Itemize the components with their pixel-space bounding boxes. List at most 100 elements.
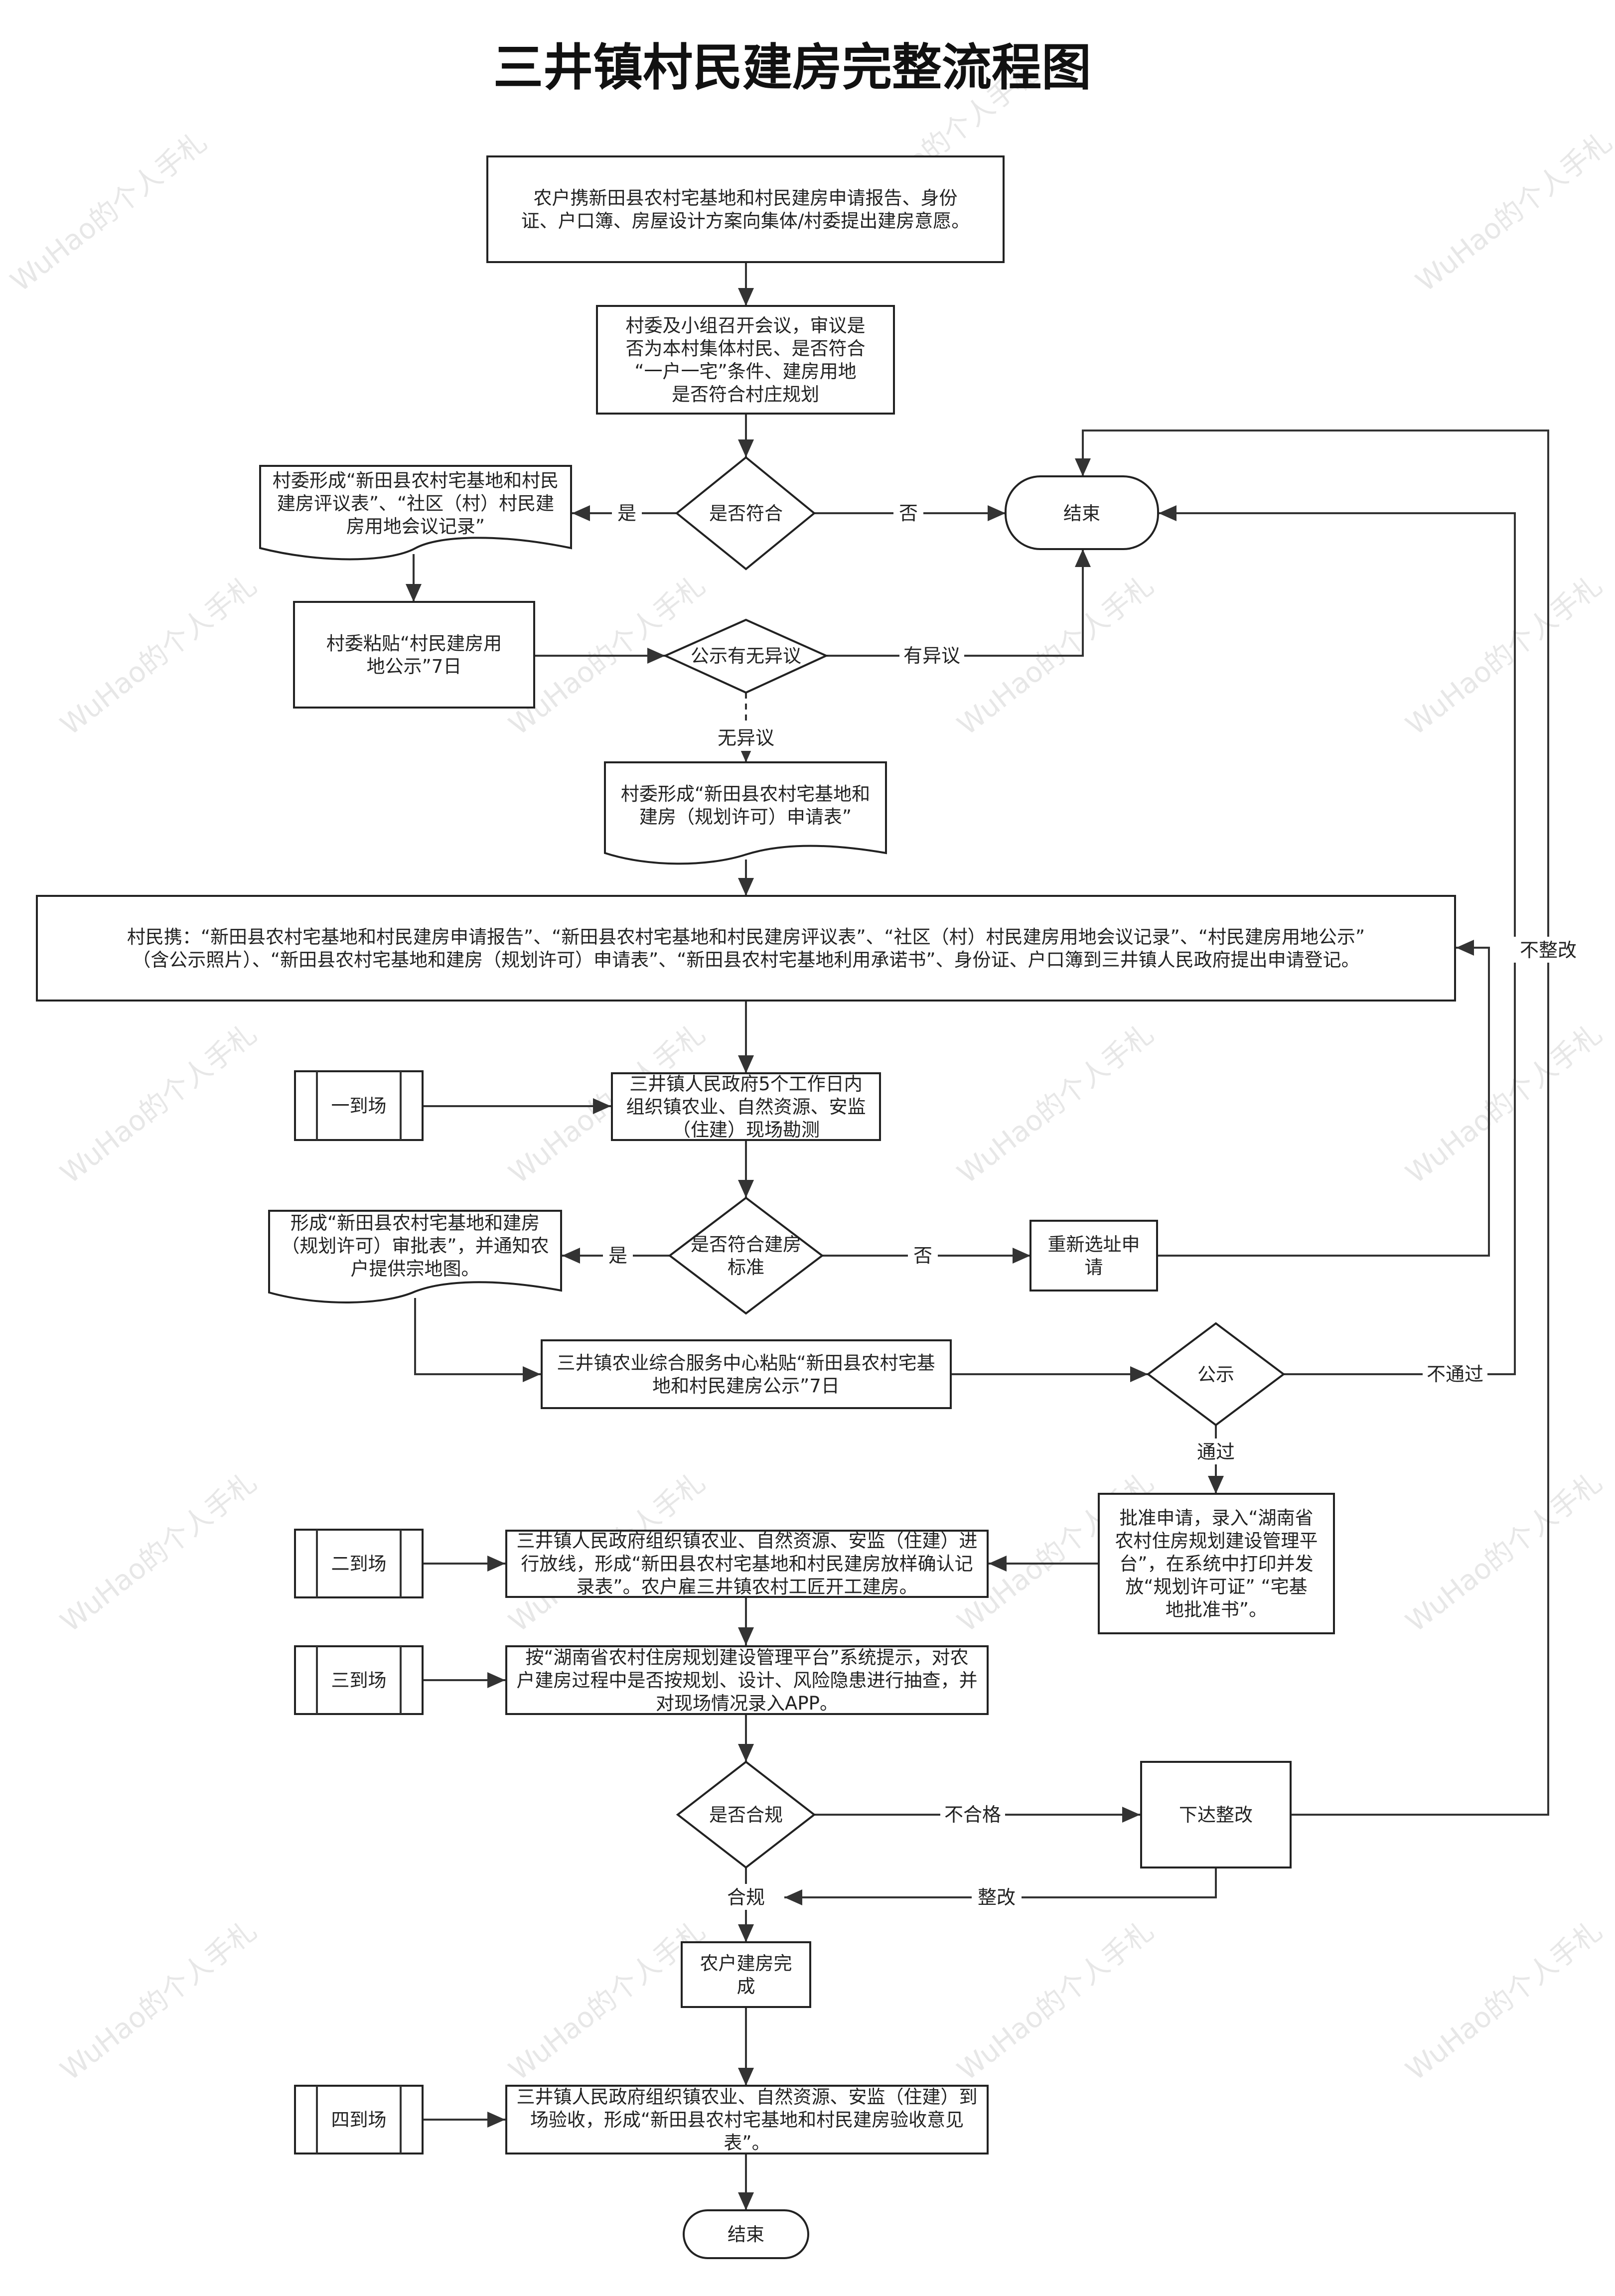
onsite-1: 一到场 xyxy=(294,1070,424,1141)
d5-line: 是否合规 xyxy=(709,1804,783,1826)
edge-label-rectify: 整改 xyxy=(978,1886,1016,1908)
watermark: WuHao的个人手札 xyxy=(1400,569,1609,741)
decision-d2: 公示有无异议 xyxy=(663,618,829,694)
n3-line: 地公示”7日 xyxy=(367,656,462,677)
n8-line: 台”，在系统中打印并发 xyxy=(1119,1553,1313,1575)
edge-label-d5-pass: 合规 xyxy=(727,1886,765,1908)
d5-label: 是否合规 xyxy=(709,1804,783,1826)
node-n4: 村民携：“新田县农村宅基地和村民建房申请报告”、“新田县农村宅基地和村民建房评议… xyxy=(36,895,1456,1002)
n8-line: 放“规划许可证” “宅基 xyxy=(1125,1576,1307,1597)
n8-line: 批准申请，录入“湖南省 xyxy=(1119,1507,1313,1529)
d3-line: 标准 xyxy=(728,1257,764,1278)
d3-line: 是否符合建房 xyxy=(691,1234,801,1255)
doc1-line: 房用地会议记录” xyxy=(346,516,485,537)
doc3-label: 形成“新田县农村宅基地和建房（规划许可）审批表”，并通知农户提供宗地图。 xyxy=(281,1212,549,1280)
doc2-line: 建房（规划许可）申请表” xyxy=(639,806,852,828)
edge-label-d2-no: 无异议 xyxy=(718,727,774,749)
n4-line: 村民携：“新田县农村宅基地和村民建房申请报告”、“新田县农村宅基地和村民建房评议… xyxy=(127,926,1365,948)
onsite4-label: 四到场 xyxy=(331,2109,387,2131)
document-doc1: 村委形成“新田县农村宅基地和村民建房评议表”、“社区（村）村民建房用地会议记录” xyxy=(259,465,572,561)
doc1-line: 村委形成“新田县农村宅基地和村民 xyxy=(273,470,559,491)
node-n8: 批准申请，录入“湖南省农村住房规划建设管理平台”，在系统中打印并发放“规划许可证… xyxy=(1098,1493,1335,1634)
terminal-end1: 结束 xyxy=(1005,475,1159,550)
watermark: WuHao的个人手札 xyxy=(1400,1466,1609,1638)
n11-line: 下达整改 xyxy=(1179,1804,1253,1826)
end1-line: 结束 xyxy=(1063,503,1100,524)
watermark: WuHao的个人手札 xyxy=(5,126,213,298)
n9-line: 行放线，形成“新田县农村宅基地和村民建房放样确认记 xyxy=(521,1553,973,1575)
d2-line: 公示有无异议 xyxy=(691,645,801,667)
watermark: WuHao的个人手札 xyxy=(1400,1017,1609,1190)
doc3-line: 形成“新田县农村宅基地和建房 xyxy=(291,1212,540,1234)
n12-line: 农户建房完 xyxy=(700,1953,792,1974)
n2-line: “一户一宅”条件、建房用地 xyxy=(634,361,856,382)
n9-line: 三井镇人民政府组织镇农业、自然资源、安监（住建）进 xyxy=(517,1530,978,1552)
node-n6: 重新选址申请 xyxy=(1029,1220,1158,1292)
onsite2-line: 二到场 xyxy=(331,1553,387,1575)
node-n10: 按“湖南省农村住房规划建设管理平台”系统提示，对农户建房过程中是否按规划、设计、… xyxy=(505,1645,989,1715)
onsite4-line: 四到场 xyxy=(331,2109,387,2131)
onsite3-line: 三到场 xyxy=(331,1670,387,1691)
n13-line: 三井镇人民政府组织镇农业、自然资源、安监（住建）到 xyxy=(517,2086,978,2108)
node-n5: 三井镇人民政府5个工作日内组织镇农业、自然资源、安监（住建）现场勘测 xyxy=(611,1072,881,1141)
watermark: WuHao的个人手札 xyxy=(55,1914,263,2087)
edge-label-d5-fail: 不合格 xyxy=(944,1804,1001,1826)
n7-label: 三井镇农业综合服务中心粘贴“新田县农村宅基地和村民建房公示”7日 xyxy=(557,1352,935,1397)
n8-line: 农村住房规划建设管理平 xyxy=(1115,1530,1318,1552)
decision-d3: 是否符合建房标准 xyxy=(668,1196,824,1315)
edge-label-d4-pass: 通过 xyxy=(1197,1441,1235,1463)
edge-n6-n4 xyxy=(1157,940,1490,1257)
n3-line: 村委粘贴“村民建房用 xyxy=(326,633,502,654)
n2-line: 否为本村集体村民、是否符合 xyxy=(626,338,866,359)
n6-label: 重新选址申请 xyxy=(1048,1234,1140,1278)
watermark: WuHao的个人手札 xyxy=(55,569,263,741)
end1-label: 结束 xyxy=(1063,503,1100,524)
n10-line: 对现场情况录入APP。 xyxy=(656,1693,838,1714)
end2-label: 结束 xyxy=(728,2224,764,2245)
n4-line: （含公示照片）、“新田县农村宅基地和建房（规划许可）申请表”、“新田县农村宅基地… xyxy=(132,949,1359,971)
onsite1-line: 一到场 xyxy=(331,1095,387,1117)
n5-line: 三井镇人民政府5个工作日内 xyxy=(629,1073,863,1095)
watermark: WuHao的个人手札 xyxy=(55,1466,263,1638)
n8-line: 地批准书”。 xyxy=(1166,1599,1267,1620)
doc1-line: 建房评议表”、“社区（村）村民建 xyxy=(277,493,554,514)
document-doc2: 村委形成“新田县农村宅基地和建房（规划许可）申请表” xyxy=(604,761,887,865)
watermark: WuHao的个人手札 xyxy=(952,1914,1160,2087)
edge-doc3-n7 xyxy=(414,1298,541,1382)
edges xyxy=(406,262,1549,2210)
decision-d4: 公示 xyxy=(1146,1322,1286,1427)
terminal-end2: 结束 xyxy=(683,2209,809,2259)
edge-labels: 是 否 有异议 无异议 是 否 不通过 通过 不合格 合规 整改 不整改 xyxy=(603,500,1583,1910)
n2-label: 村委及小组召开会议，审议是否为本村集体村民、是否符合“一户一宅”条件、建房用地是… xyxy=(626,315,866,405)
onsite3-label: 三到场 xyxy=(331,1670,387,1691)
doc1-label: 村委形成“新田县农村宅基地和村民建房评议表”、“社区（村）村民建房用地会议记录” xyxy=(273,470,559,537)
edge-n11-end1 xyxy=(1075,430,1549,1816)
n1-line: 农户携新田县农村宅基地和村民建房申请报告、身份 xyxy=(534,187,958,209)
n6-line: 请 xyxy=(1085,1257,1103,1278)
watermark: WuHao的个人手札 xyxy=(55,1017,263,1190)
node-n11: 下达整改 xyxy=(1140,1761,1292,1868)
n1-line: 证、户口簿、房屋设计方案向集体/村委提出建房意愿。 xyxy=(521,210,970,232)
edge-d2-end1 xyxy=(826,549,1091,657)
n13-line: 表”。 xyxy=(724,2132,770,2153)
n13-line: 场验收，形成“新田县农村宅基地和村民建房验收意见 xyxy=(530,2109,964,2131)
n2-line: 是否符合村庄规划 xyxy=(672,384,819,405)
n12-line: 成 xyxy=(737,1976,755,1997)
diagram-title: 三井镇村民建房完整流程图 xyxy=(493,38,1091,97)
n8-label: 批准申请，录入“湖南省农村住房规划建设管理平台”，在系统中打印并发放“规划许可证… xyxy=(1115,1507,1318,1620)
edge-label-d1-yes: 是 xyxy=(617,502,636,524)
doc2-line: 村委形成“新田县农村宅基地和 xyxy=(621,783,870,805)
edge-label-no-rectify: 不整改 xyxy=(1520,939,1577,961)
d4-label: 公示 xyxy=(1197,1364,1234,1385)
decision-d5: 是否合规 xyxy=(676,1760,816,1869)
n3-label: 村委粘贴“村民建房用地公示”7日 xyxy=(326,633,502,677)
n5-label: 三井镇人民政府5个工作日内组织镇农业、自然资源、安监（住建）现场勘测 xyxy=(626,1073,866,1141)
n1-label: 农户携新田县农村宅基地和村民建房申请报告、身份证、户口簿、房屋设计方案向集体/村… xyxy=(521,187,970,232)
edge-label-d3-yes: 是 xyxy=(608,1245,627,1267)
onsite-4: 四到场 xyxy=(294,2085,424,2154)
node-n7: 三井镇农业综合服务中心粘贴“新田县农村宅基地和村民建房公示”7日 xyxy=(541,1339,952,1409)
end2-line: 结束 xyxy=(728,2224,764,2245)
node-n12: 农户建房完成 xyxy=(681,1941,811,2008)
edge-label-d1-no: 否 xyxy=(899,502,918,524)
node-n9: 三井镇人民政府组织镇农业、自然资源、安监（住建）进行放线，形成“新田县农村宅基地… xyxy=(505,1530,989,1598)
